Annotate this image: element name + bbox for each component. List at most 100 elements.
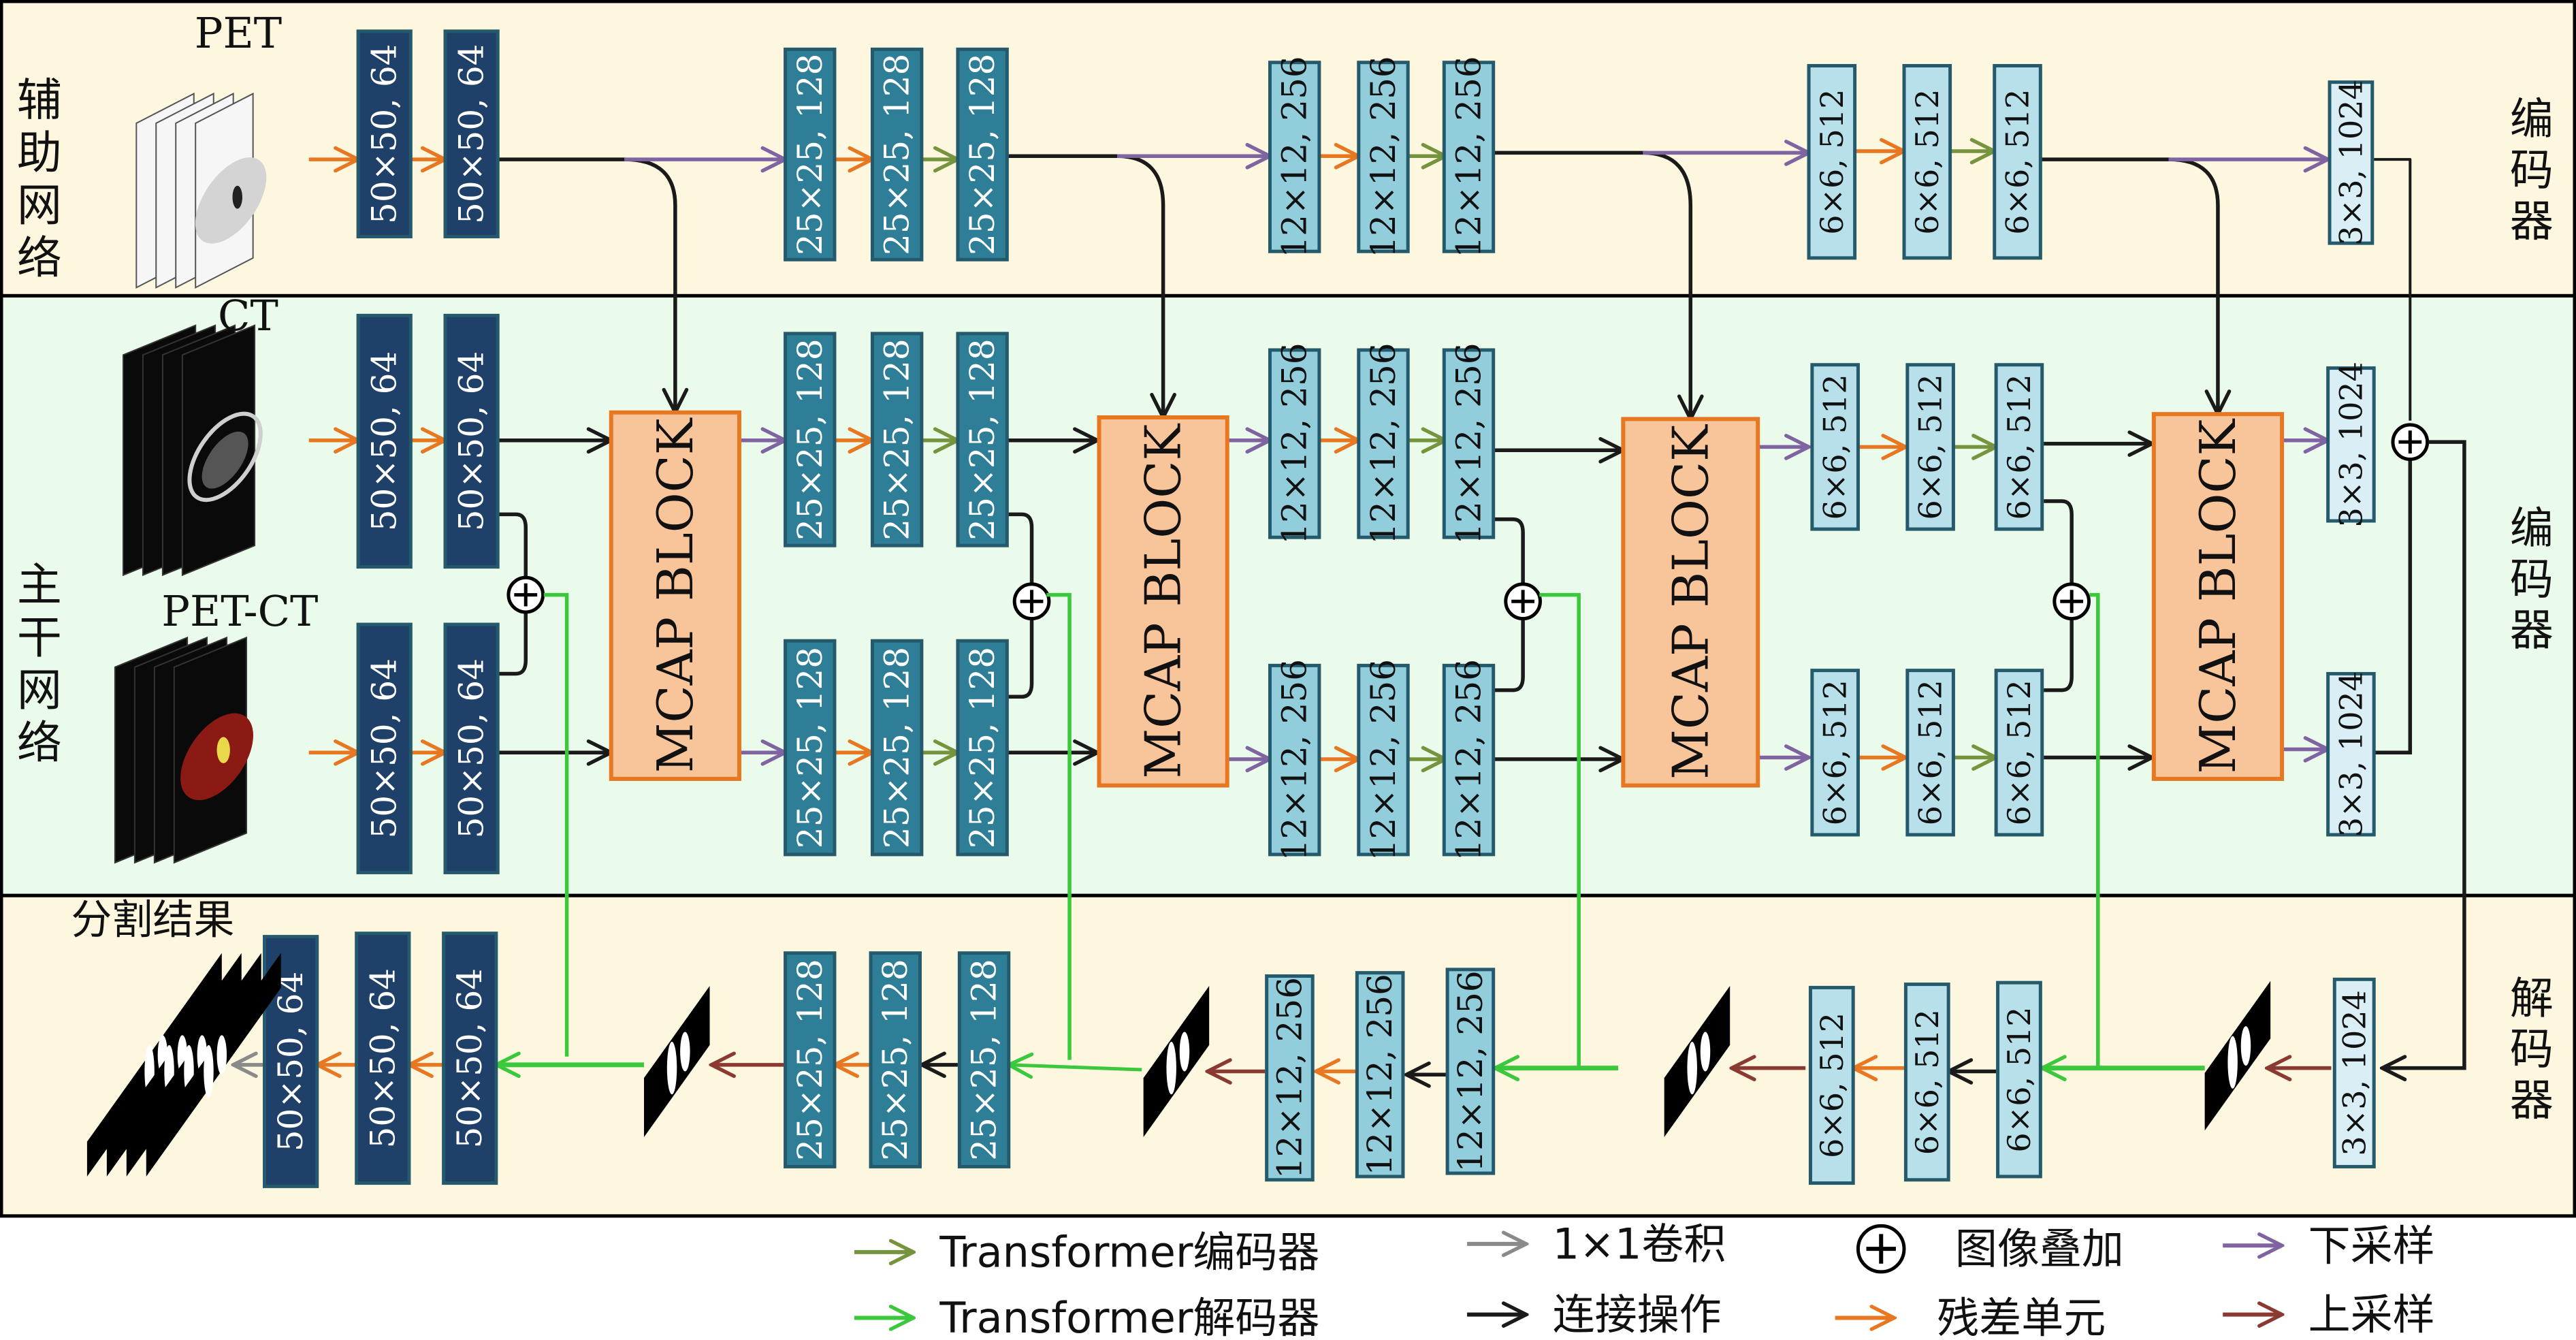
feature-map-block: [784, 639, 837, 857]
feature-map-block: [2332, 977, 2376, 1168]
feature-map-label: 12×12, 256: [1275, 659, 1315, 861]
feature-map-label: 6×6, 512: [2001, 680, 2038, 825]
ct-block: 3×3, 1024: [2326, 362, 2376, 527]
ct-block: 12×12, 256: [1357, 342, 1410, 545]
decoder-block: 50×50, 64: [442, 931, 498, 1185]
bottleneck-to-decoder: [2382, 440, 2466, 1068]
feature-map-label: 3×3, 1024: [2332, 362, 2369, 527]
feature-map-block: [443, 29, 500, 239]
feature-map-block: [1905, 669, 1955, 837]
feature-map-block: [1268, 61, 1321, 253]
feature-map-block: [263, 935, 319, 1188]
aux-network-label-char: 络: [17, 232, 62, 284]
petct-block: 25×25, 128: [956, 639, 1009, 857]
feature-map-block: [2328, 80, 2374, 245]
ct-block: 6×6, 512: [1994, 363, 2044, 531]
feature-map-block: [443, 622, 500, 874]
feature-map-block: [1268, 348, 1321, 539]
aux-block: 50×50, 64: [356, 29, 413, 239]
feature-map-block: [1994, 669, 2044, 837]
feature-map-label: 12×12, 256: [1449, 659, 1488, 861]
main-encoder-label-char: 器: [2510, 606, 2554, 656]
final-fusion-bottom: [2374, 458, 2413, 755]
feature-map-block: [870, 639, 924, 857]
feature-map-block: [442, 931, 498, 1185]
backbone-network-label-char: 网: [17, 664, 62, 716]
feature-map-label: 50×50, 64: [365, 658, 404, 839]
ct-block: 50×50, 64: [356, 313, 413, 569]
decoder-block: 6×6, 512: [1808, 985, 1855, 1185]
feature-map-block: [784, 951, 837, 1168]
skip-connection-1: [543, 592, 569, 1057]
feature-map-label: 25×25, 128: [878, 338, 917, 540]
legend-item: 残差单元: [1835, 1293, 2106, 1340]
feature-map-block: [1903, 983, 1950, 1182]
fusion-oplus-icon-4: [2052, 582, 2091, 621]
feature-map-label: 50×50, 64: [363, 968, 402, 1149]
feature-map-block: [956, 639, 1009, 857]
mcap-block-label: MCAP BLOCK: [1135, 424, 1192, 779]
decoder-label-char: 码: [2510, 1025, 2554, 1075]
feature-map-label: 6×6, 512: [1912, 680, 1949, 825]
fusion-line-bottom: [1007, 618, 1034, 699]
feature-map-label: 50×50, 64: [271, 972, 310, 1152]
decoder-block: 12×12, 256: [1355, 971, 1405, 1179]
feature-map-label: 25×25, 128: [965, 959, 1004, 1160]
feature-map-label: 25×25, 128: [963, 647, 1002, 848]
feature-map-block: [1357, 348, 1410, 539]
feature-map-label: 12×12, 256: [1360, 974, 1400, 1175]
petct-block: 12×12, 256: [1442, 659, 1496, 861]
feature-map-block: [2326, 671, 2376, 837]
feature-map-block: [1442, 663, 1496, 857]
ct-block: 12×12, 256: [1442, 342, 1496, 545]
mcap-block-2: MCAP BLOCK: [1097, 415, 1229, 788]
feature-map-block: [355, 931, 411, 1185]
feature-map-block: [1994, 363, 2044, 531]
pet-label: PET: [195, 8, 282, 58]
decoder-block: 6×6, 512: [1996, 980, 2042, 1179]
fusion-line-bottom: [2044, 618, 2074, 692]
feature-map-block: [1357, 663, 1410, 857]
main-encoder-label-char: 码: [2510, 555, 2554, 605]
decoder-block: 50×50, 64: [355, 931, 411, 1185]
feature-map-label: 6×6, 512: [2001, 374, 2038, 520]
aux-encoder-label-char: 器: [2510, 197, 2554, 247]
petct-block: 3×3, 1024: [2326, 671, 2376, 837]
feature-map-block: [1993, 64, 2042, 260]
petct-block: 6×6, 512: [1994, 669, 2044, 837]
feature-map-label: 12×12, 256: [1275, 56, 1315, 257]
feature-map-label: 12×12, 256: [1364, 659, 1403, 861]
feature-map-label: 6×6, 512: [1999, 89, 2036, 235]
legend-label: 图像叠加: [1955, 1224, 2124, 1274]
ct-block: 25×25, 128: [784, 332, 837, 547]
mcap-block-box: [1621, 417, 1760, 788]
decoder-block: 12×12, 256: [1265, 974, 1315, 1182]
feature-map-block: [870, 332, 924, 547]
aux-block: 3×3, 1024: [2328, 80, 2374, 246]
mcap-block-box: [2151, 412, 2285, 781]
legend-label: 连接操作: [1553, 1290, 1722, 1339]
mcap-block-box: [1097, 415, 1229, 788]
feature-map-label: 25×25, 128: [790, 647, 830, 848]
transformer-decoder-arrow: [1009, 1065, 1142, 1070]
petct-block: 12×12, 256: [1268, 659, 1321, 861]
feature-map-block: [784, 47, 837, 261]
legend-label: 1×1卷积: [1553, 1219, 1726, 1269]
segmentation-result-title: 分割结果: [71, 896, 234, 944]
feature-map-block: [1807, 64, 1857, 260]
aux-encoder-label-char: 码: [2510, 146, 2554, 196]
feature-map-block: [356, 29, 413, 239]
decoder-block: 3×3, 1024: [2332, 977, 2376, 1168]
fusion-line-bottom: [498, 611, 528, 676]
backbone-network-label-char: 主: [17, 559, 62, 611]
feature-map-block: [356, 622, 413, 874]
feature-map-label: 25×25, 128: [790, 959, 830, 1160]
feature-map-label: 12×12, 256: [1364, 342, 1403, 544]
feature-map-block: [956, 47, 1009, 261]
feature-map-label: 6×6, 512: [1814, 1012, 1850, 1158]
decoder-label-char: 解: [2510, 974, 2554, 1024]
legend-label: Transformer解码器: [939, 1293, 1319, 1340]
mcap-block-box: [609, 410, 741, 781]
legend-item: 1×1卷积: [1467, 1219, 1726, 1269]
